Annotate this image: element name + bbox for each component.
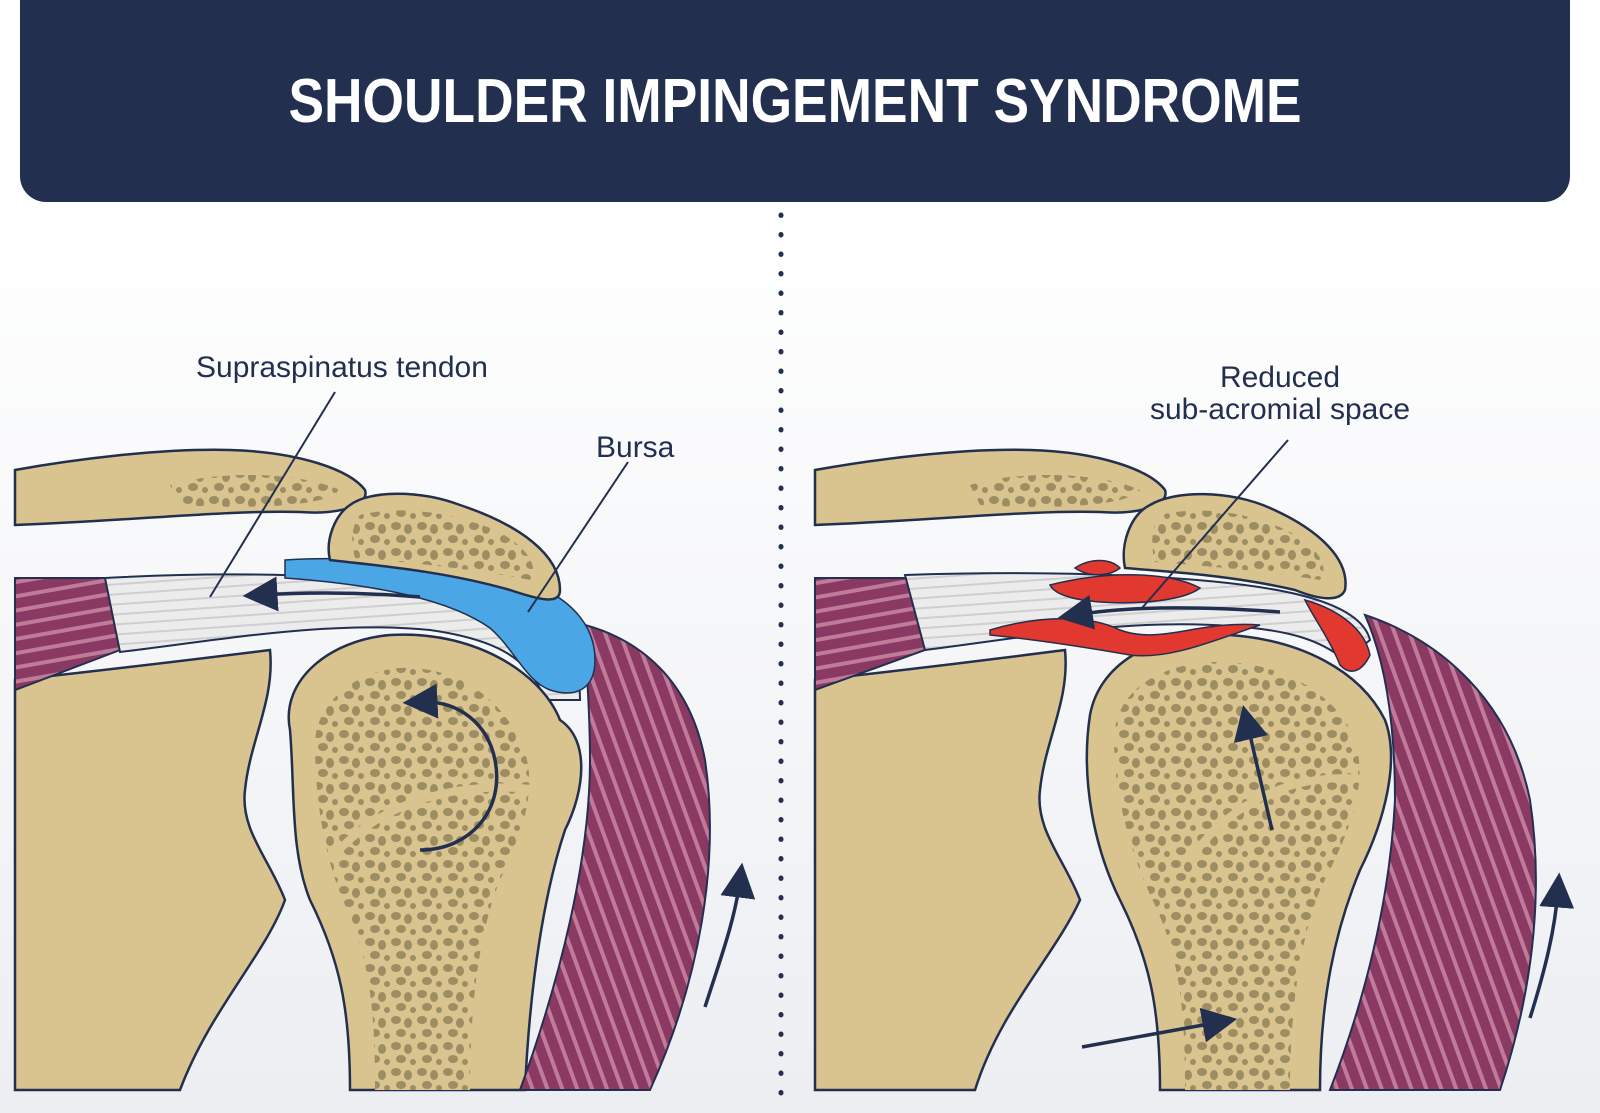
inflamed-bursa-side-right (1303, 598, 1371, 672)
push-arrow-right (1081, 1007, 1238, 1049)
leader-reduced-space (1141, 439, 1289, 609)
title-banner: SHOULDER IMPINGEMENT SYNDROME (20, 0, 1570, 202)
humerus-up-arrow-right (1233, 704, 1274, 831)
tendon-arrow-left (242, 576, 421, 612)
inflamed-bursa-top-right (1073, 559, 1122, 576)
deltoid-muscle-right (1328, 613, 1537, 1091)
scapula-left (13, 648, 287, 1092)
left-panel (13, 391, 756, 1092)
tendon-arrow-right (1057, 594, 1281, 630)
rotation-arrow-left (402, 683, 499, 852)
label-reduced-line2: sub-acromial space (1149, 393, 1411, 426)
deltoid-arrow-right (1528, 872, 1575, 1019)
leader-bursa (527, 461, 629, 613)
label-supraspinatus-tendon: Supraspinatus tendon (196, 351, 488, 384)
page-title: SHOULDER IMPINGEMENT SYNDROME (288, 66, 1302, 136)
label-bursa: Bursa (596, 431, 675, 464)
label-reduced-subacromial-space: Reduced sub-acromial space (1110, 362, 1450, 426)
humerus-marrow-right (1114, 661, 1360, 1090)
shoulder-illustration (0, 210, 1600, 1113)
right-panel (813, 439, 1575, 1092)
leader-supraspinatus (209, 391, 336, 598)
deltoid-muscle-left (518, 623, 711, 1091)
deltoid-arrow-left (703, 862, 756, 1008)
humerus-marrow-left (315, 667, 530, 1090)
scapula-right (813, 648, 1082, 1092)
label-reduced-line1: Reduced (1219, 361, 1341, 394)
